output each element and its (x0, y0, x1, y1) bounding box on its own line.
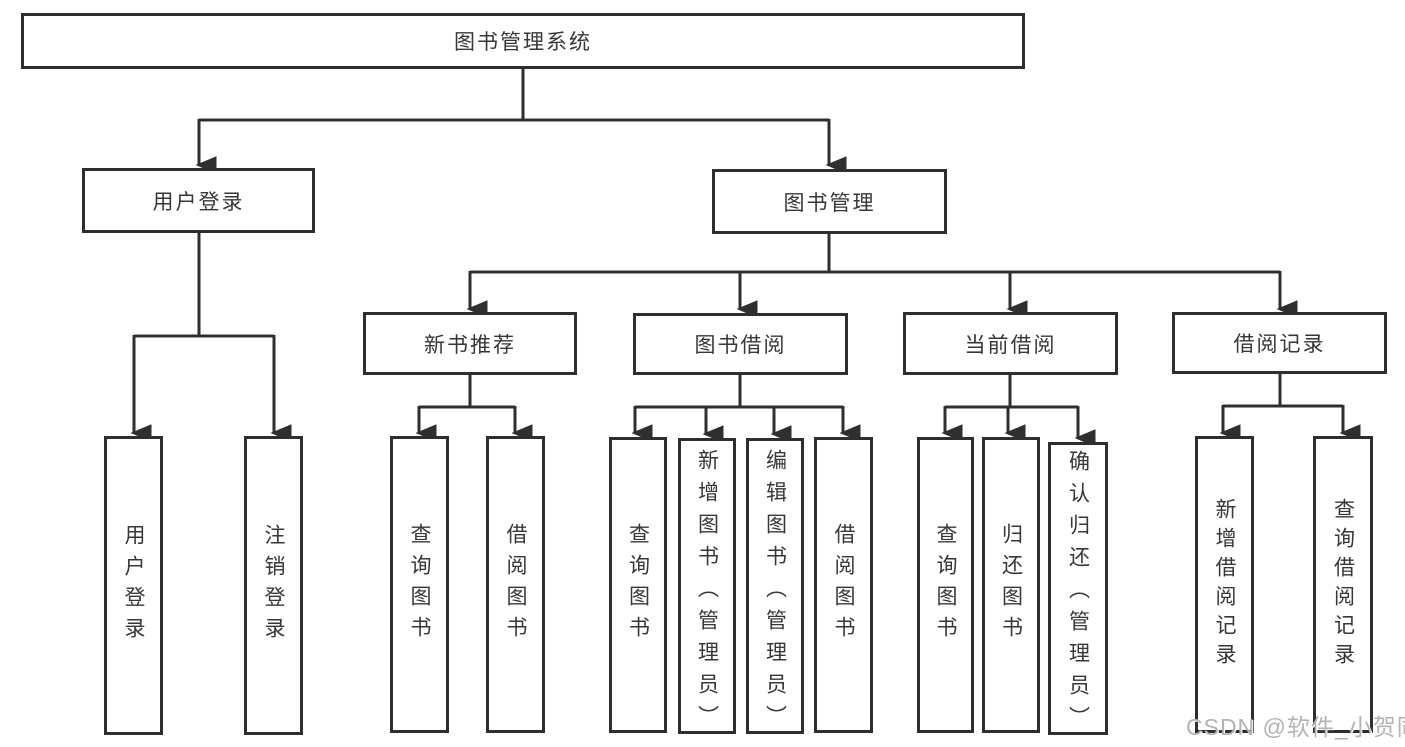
leaf-query-borrow-record: 查询借阅记录 (1313, 436, 1373, 733)
leaf-borrow-books-recommend: 借阅图书 (486, 436, 545, 733)
node-label: 新增借阅记录 (1213, 497, 1236, 672)
node-label: 借阅图书 (832, 523, 855, 647)
leaf-query-books-borrow: 查询图书 (609, 437, 667, 733)
node-borrow-records: 借阅记录 (1172, 312, 1387, 374)
node-book-borrow: 图书借阅 (633, 313, 848, 375)
leaf-logout-login: 注销登录 (244, 436, 303, 735)
leaf-query-books-current: 查询图书 (917, 437, 974, 733)
leaf-user-login: 用户登录 (104, 436, 163, 735)
node-label: 图书管理系统 (454, 31, 592, 54)
csdn-watermark: CSDN @软件_小贺同学 (1186, 714, 1405, 740)
node-label: 新书推荐 (424, 333, 516, 357)
leaf-add-book-admin: 新增图书（管理员） (678, 438, 736, 737)
node-label: 查询图书 (934, 523, 957, 647)
node-user-login: 用户登录 (82, 168, 315, 233)
node-label: 用户登录 (122, 523, 145, 648)
leaf-query-books-recommend: 查询图书 (390, 436, 449, 733)
connector-arrows (130, 119, 1361, 447)
node-label: 查询图书 (626, 523, 650, 647)
leaf-borrow-books: 借阅图书 (814, 437, 873, 733)
node-label: 编辑图书（管理员） (763, 449, 787, 737)
node-label: 图书管理 (783, 191, 876, 215)
node-label: 注销登录 (262, 523, 285, 648)
leaf-return-books: 归还图书 (982, 437, 1040, 733)
node-label: 当前借阅 (964, 333, 1057, 357)
node-label: 借阅记录 (1233, 333, 1326, 356)
node-label: 归还图书 (999, 523, 1023, 647)
node-label: 查询图书 (408, 522, 431, 647)
leaf-confirm-return-admin: 确认归还（管理员） (1048, 442, 1108, 738)
node-current-borrow: 当前借阅 (903, 312, 1118, 375)
node-new-book-recommend: 新书推荐 (363, 312, 577, 375)
node-label: 确认归还（管理员） (1066, 450, 1090, 738)
leaf-edit-book-admin: 编辑图书（管理员） (746, 438, 804, 737)
node-label: 新增图书（管理员） (695, 449, 719, 737)
node-label: 查询借阅记录 (1331, 497, 1355, 672)
node-book-management: 图书管理 (712, 169, 947, 234)
leaf-add-borrow-record: 新增借阅记录 (1195, 436, 1254, 733)
node-label: 借阅图书 (504, 522, 527, 647)
connector-bars (134, 69, 1343, 409)
node-root: 图书管理系统 (21, 13, 1025, 69)
node-label: 用户登录 (152, 190, 245, 214)
node-label: 图书借阅 (694, 334, 787, 357)
